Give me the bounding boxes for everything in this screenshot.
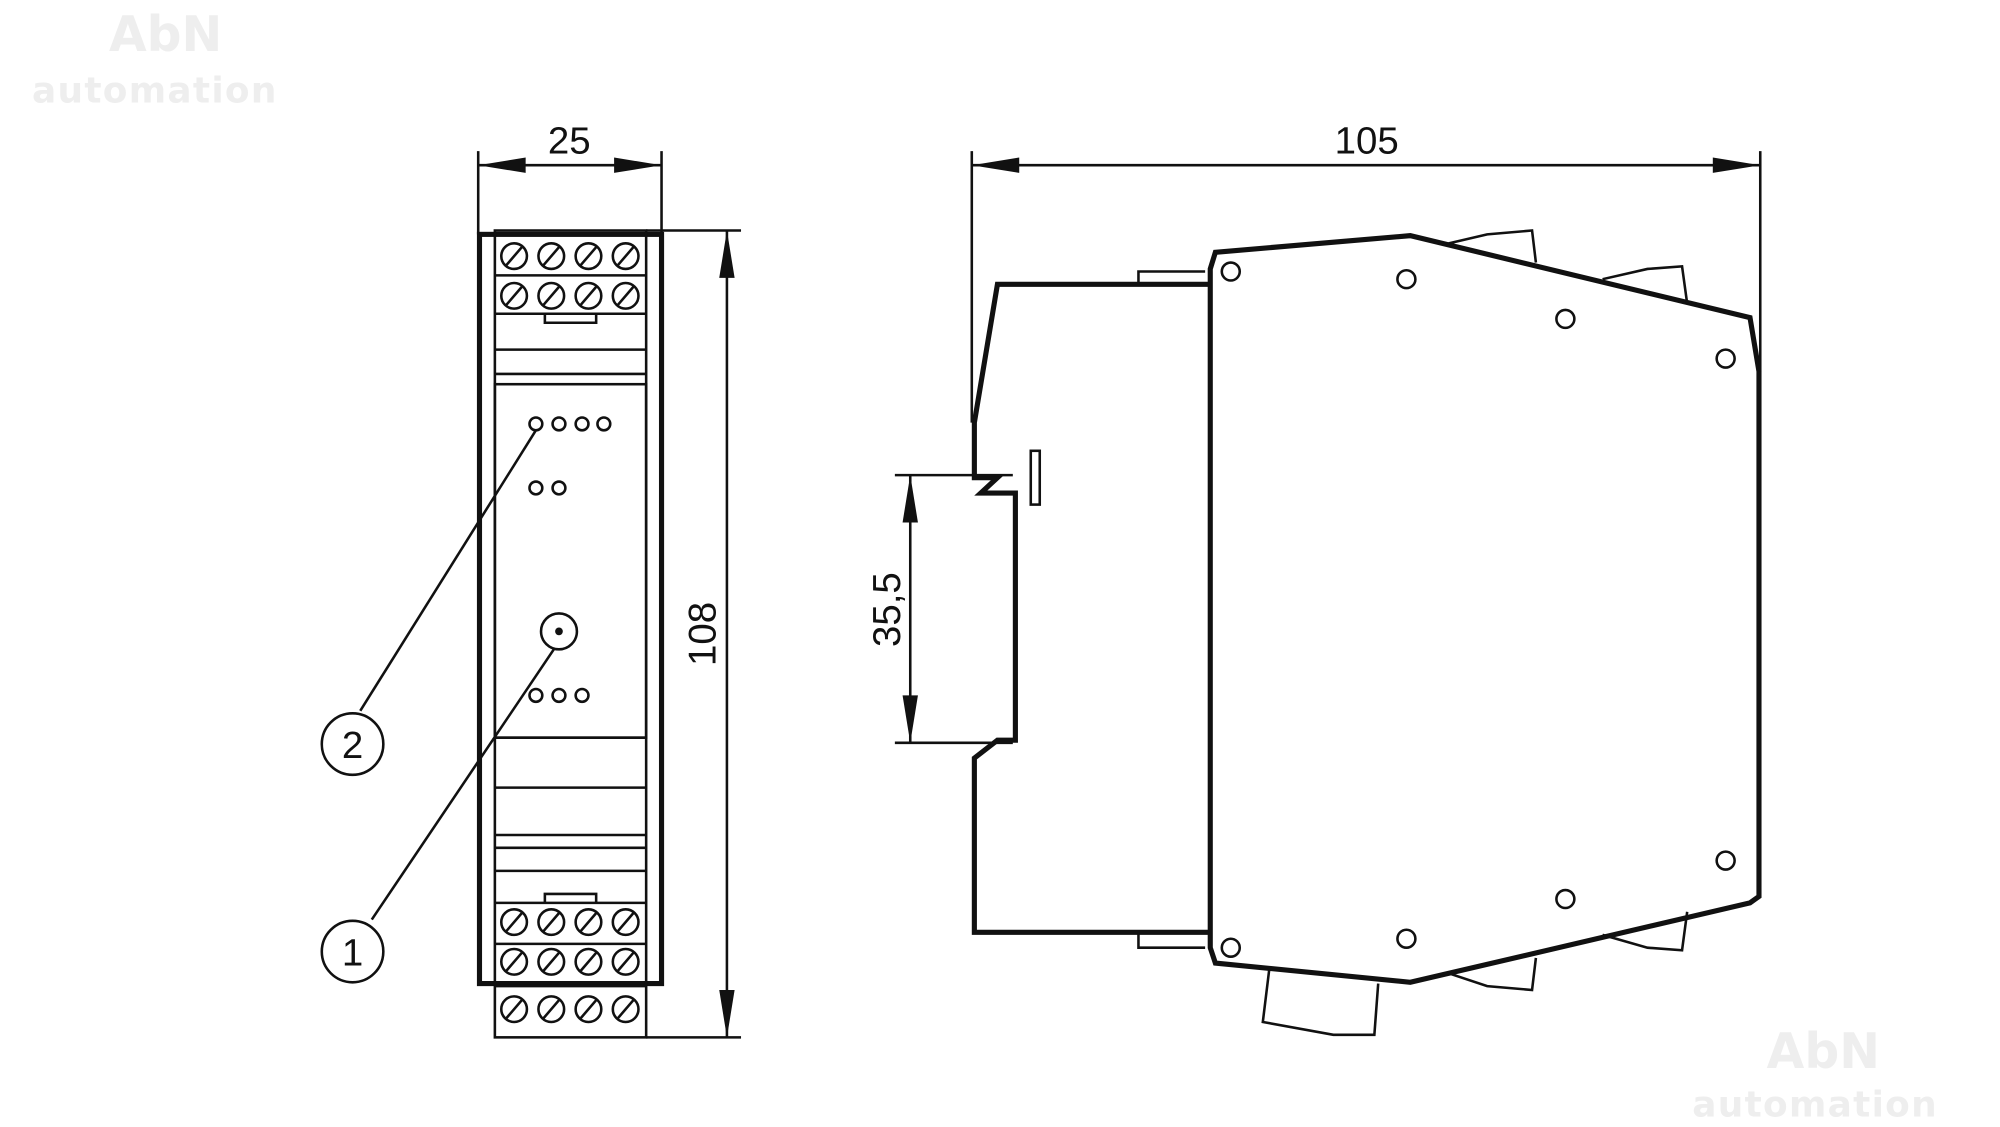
screw-icon — [500, 908, 529, 937]
terminal-screws — [500, 242, 640, 1024]
led-indicators — [528, 416, 612, 704]
dimension-height: 108 — [681, 602, 724, 666]
side-view: 105 35,5 — [866, 120, 1762, 1037]
screw-slot — [579, 912, 598, 932]
screw-slot — [505, 246, 523, 266]
screw-icon — [611, 908, 640, 937]
screw-slot — [505, 912, 523, 932]
screw-icon — [611, 947, 640, 976]
screw-slot — [505, 951, 523, 972]
callout-1: 1 — [342, 932, 363, 975]
screw-icon — [574, 908, 603, 937]
screw-slot — [579, 286, 598, 306]
screw-slot — [542, 912, 560, 932]
screw-slot — [542, 286, 560, 306]
watermark-bottom-right: AbN automation — [1692, 1024, 1938, 1126]
watermark-text: AbN — [1767, 1024, 1880, 1080]
screw-icon — [500, 281, 529, 310]
screw-slot — [542, 999, 560, 1019]
screw-slot — [505, 999, 523, 1019]
screw-icon — [574, 947, 603, 976]
screw-icon — [537, 242, 566, 271]
potentiometer — [539, 612, 579, 651]
screw-icon — [611, 281, 640, 310]
screw-slot — [616, 246, 635, 266]
dimension-width: 25 — [548, 120, 591, 163]
screw-slot — [616, 951, 635, 972]
screw-slot — [542, 951, 560, 972]
screw-slot — [579, 999, 598, 1019]
front-view: 2 1 25 108 — [320, 120, 742, 1039]
screw-slot — [616, 912, 635, 932]
watermark-text: AbN — [109, 7, 222, 63]
screw-icon — [574, 995, 603, 1024]
screw-slot — [616, 999, 635, 1019]
watermark-top-left: AbN automation — [32, 7, 278, 111]
screw-slot — [579, 951, 598, 972]
screw-icon — [500, 947, 529, 976]
screw-slot — [542, 246, 560, 266]
screw-icon — [574, 242, 603, 271]
watermark-text: automation — [32, 70, 278, 111]
watermark-text: automation — [1692, 1085, 1938, 1126]
screw-icon — [611, 995, 640, 1024]
screw-icon — [537, 995, 566, 1024]
screw-icon — [537, 281, 566, 310]
screw-icon — [537, 908, 566, 937]
dimension-depth: 105 — [1335, 120, 1399, 163]
screw-slot — [579, 246, 598, 266]
screw-slot — [505, 286, 523, 306]
screw-icon — [500, 242, 529, 271]
screw-slot — [616, 286, 635, 306]
screw-icon — [537, 947, 566, 976]
mounting-holes — [1220, 261, 1736, 958]
screw-icon — [574, 281, 603, 310]
screw-icon — [611, 242, 640, 271]
terminal-plugs — [1137, 229, 1689, 1037]
dimension-rail: 35,5 — [866, 572, 909, 647]
callout-2: 2 — [342, 724, 363, 767]
screw-icon — [500, 995, 529, 1024]
